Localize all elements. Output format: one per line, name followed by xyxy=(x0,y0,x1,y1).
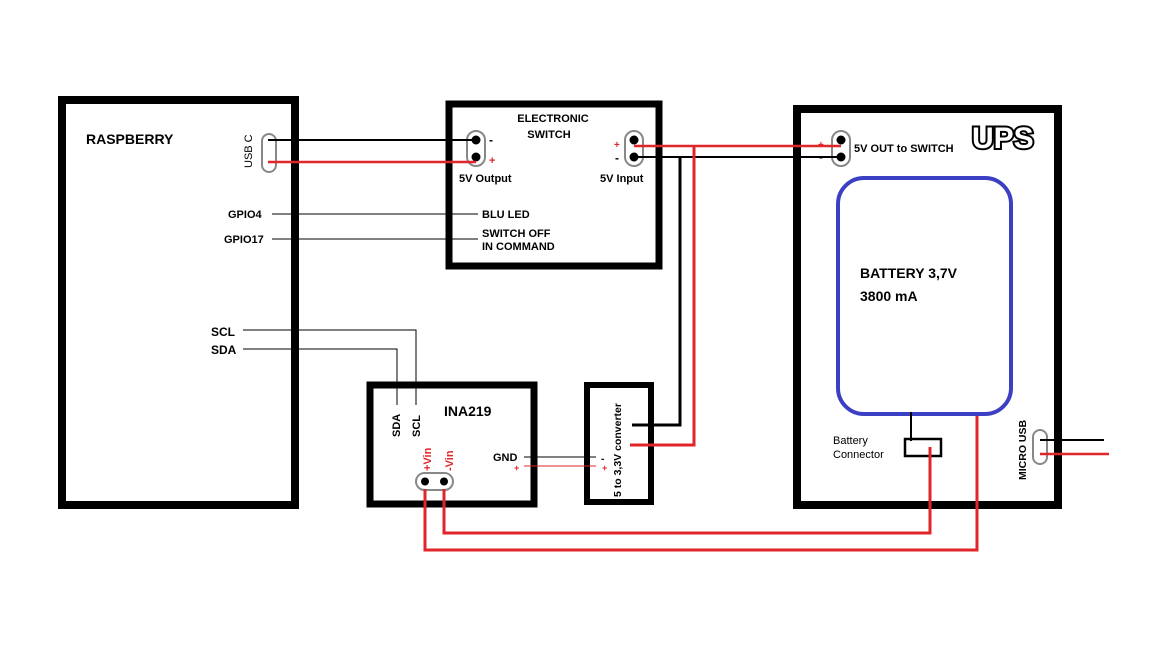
wire-converter-minus xyxy=(632,157,682,427)
switch-title-line1: ELECTRONIC xyxy=(517,113,589,125)
switch-input-minus-sign: - xyxy=(615,151,619,165)
ups-box xyxy=(793,105,1062,509)
wire-converter-plus xyxy=(630,146,696,447)
thin-wires xyxy=(243,213,596,458)
switch-output-plus-sign: + xyxy=(489,155,495,167)
converter-minus-sign: - xyxy=(601,454,604,465)
switch-off-label-line1: SWITCH OFF xyxy=(482,228,551,240)
usb-c-label: USB C xyxy=(243,134,255,168)
switch-input-plus-sign: + xyxy=(614,140,620,151)
raspberry-label: RASPBERRY xyxy=(86,131,174,147)
gpio17-label: GPIO17 xyxy=(224,234,264,246)
sda-label: SDA xyxy=(211,343,237,357)
blu-led-label: BLU LED xyxy=(482,209,530,221)
ina219-label: INA219 xyxy=(444,403,492,419)
vin-plus-pin xyxy=(421,477,429,486)
battery-connector-label-line1: Battery xyxy=(833,435,868,447)
battery-connector xyxy=(903,437,943,458)
black-wires xyxy=(268,139,1104,441)
ina219-gnd-label: GND xyxy=(493,452,518,464)
vin-minus-label: -Vin xyxy=(444,450,456,471)
ina219-scl-label: SCL xyxy=(411,415,423,437)
vin-plus-label: +Vin xyxy=(422,447,434,471)
ina219-plus-sign: + xyxy=(514,463,519,473)
converter-plus-sign: + xyxy=(602,463,607,473)
switch-output-pin-plus xyxy=(471,152,481,162)
switch-input-pin-plus xyxy=(629,135,639,145)
micro-usb-port xyxy=(1032,429,1048,465)
black-wire-thick-group xyxy=(632,157,682,427)
battery-connector-label-line2: Connector xyxy=(833,449,884,461)
battery-label-line1: BATTERY 3,7V xyxy=(860,265,958,281)
vin-minus-pin xyxy=(440,477,448,486)
battery-outline xyxy=(836,176,1013,416)
switch-output-label: 5V Output xyxy=(459,173,512,185)
red-wire-thick-group xyxy=(423,146,979,552)
electronic-switch-box xyxy=(445,100,663,270)
red-wires xyxy=(268,144,1109,456)
scl-label: SCL xyxy=(211,325,235,339)
wire-sda xyxy=(243,348,398,405)
micro-usb-label: MICRO USB xyxy=(1017,420,1029,481)
ups-out-label: 5V OUT to SWITCH xyxy=(854,143,954,155)
switch-off-label-line2: IN COMMAND xyxy=(482,241,555,253)
wire-scl xyxy=(243,329,417,405)
ups-title: UPS xyxy=(972,122,1034,155)
battery-label-line2: 3800 mA xyxy=(860,288,918,304)
wire-vin-minus-to-connector xyxy=(442,447,932,535)
switch-title-line2: SWITCH xyxy=(527,129,570,141)
ina219-box xyxy=(366,381,538,508)
converter-label: 5 to 3,3V converter xyxy=(612,403,624,497)
ups-out-pin-plus xyxy=(836,135,846,145)
raspberry-box xyxy=(58,96,299,509)
wire-vin-plus-to-battery xyxy=(423,416,979,552)
switch-input-label: 5V Input xyxy=(600,173,644,185)
vin-connector xyxy=(415,472,454,491)
ina219-sda-label: SDA xyxy=(391,414,403,437)
gpio4-label: GPIO4 xyxy=(228,209,263,221)
switch-output-minus-sign: - xyxy=(489,133,493,147)
